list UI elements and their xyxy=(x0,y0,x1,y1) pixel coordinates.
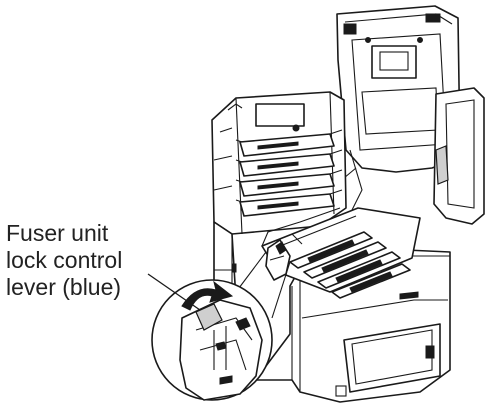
side-door xyxy=(433,87,485,225)
callout-line-3: lever (blue) xyxy=(6,274,122,300)
toner-stack xyxy=(235,129,343,217)
fuser-lever xyxy=(265,239,291,281)
leader-line xyxy=(147,273,201,311)
top-cover xyxy=(336,5,461,211)
callout-line-1: Fuser unit xyxy=(6,220,109,246)
rotation-arrow-icon xyxy=(181,280,234,311)
zoom-inset xyxy=(151,251,291,401)
lever-callout-label: Fuser unit lock control lever (blue) xyxy=(6,220,156,301)
callout-line-2: lock control xyxy=(6,247,123,273)
